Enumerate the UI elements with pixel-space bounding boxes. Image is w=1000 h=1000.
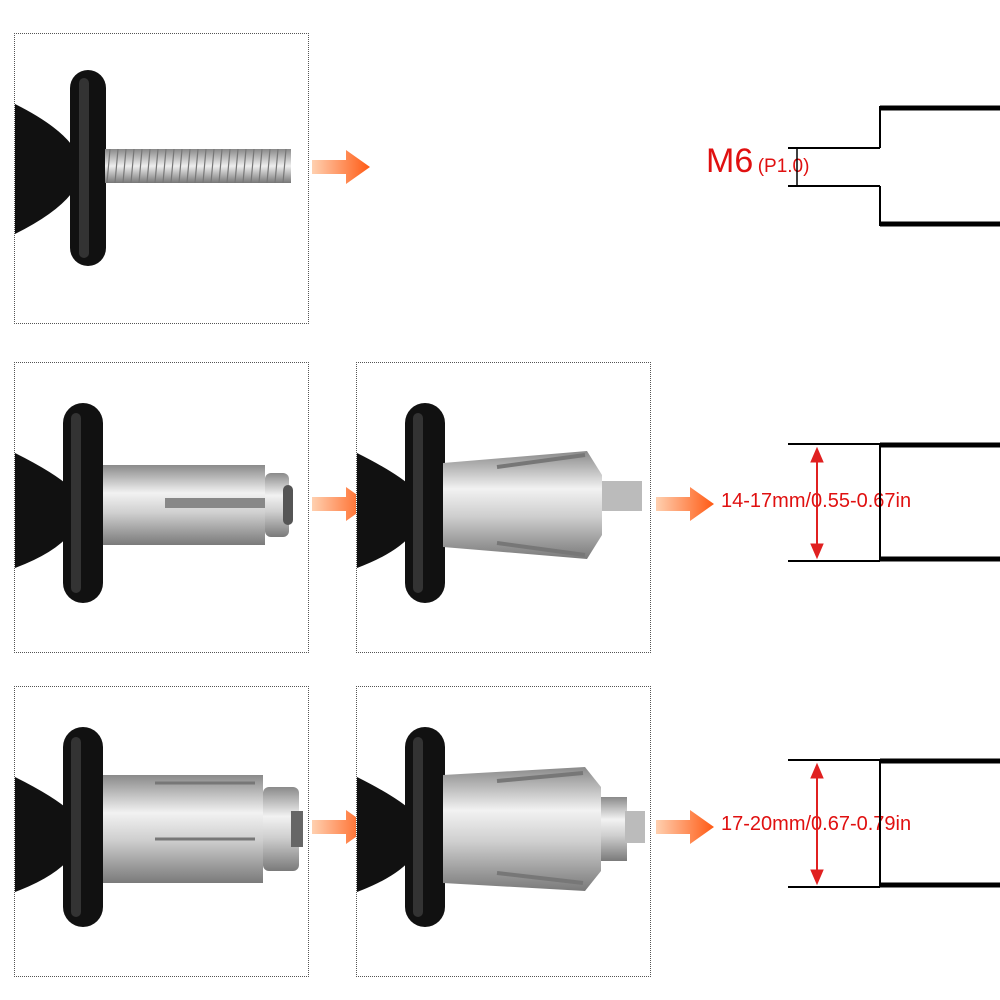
- arrow-right-icon: [656, 810, 714, 844]
- knob-anchor-large-image: [15, 727, 303, 927]
- knob-anchor-large-expanded-image: [357, 727, 645, 927]
- threaded-hole-diagram: [788, 105, 1000, 227]
- double-arrow-vertical-icon: [810, 762, 824, 886]
- anchor-large-photo-panel: [14, 686, 309, 977]
- hole-diagram-large: [788, 758, 1000, 888]
- thread-size: M6: [706, 142, 754, 180]
- arrow-right-icon: [312, 810, 370, 844]
- knob-anchor-expanded-image: [357, 403, 642, 603]
- arrow-right-icon: [312, 150, 370, 184]
- hole-diagram-small: [788, 442, 1000, 562]
- knob-with-screw-image: [15, 70, 291, 266]
- knob-anchor-collapsed-image: [15, 403, 293, 603]
- double-arrow-vertical-icon: [810, 446, 824, 560]
- screw-photo-panel: [14, 33, 309, 324]
- anchor-large-expanded-panel: [356, 686, 651, 977]
- arrow-right-icon: [312, 487, 370, 521]
- anchor-small-photo-panel: [14, 362, 309, 653]
- anchor-small-expanded-panel: [356, 362, 651, 653]
- arrow-right-icon: [656, 487, 714, 521]
